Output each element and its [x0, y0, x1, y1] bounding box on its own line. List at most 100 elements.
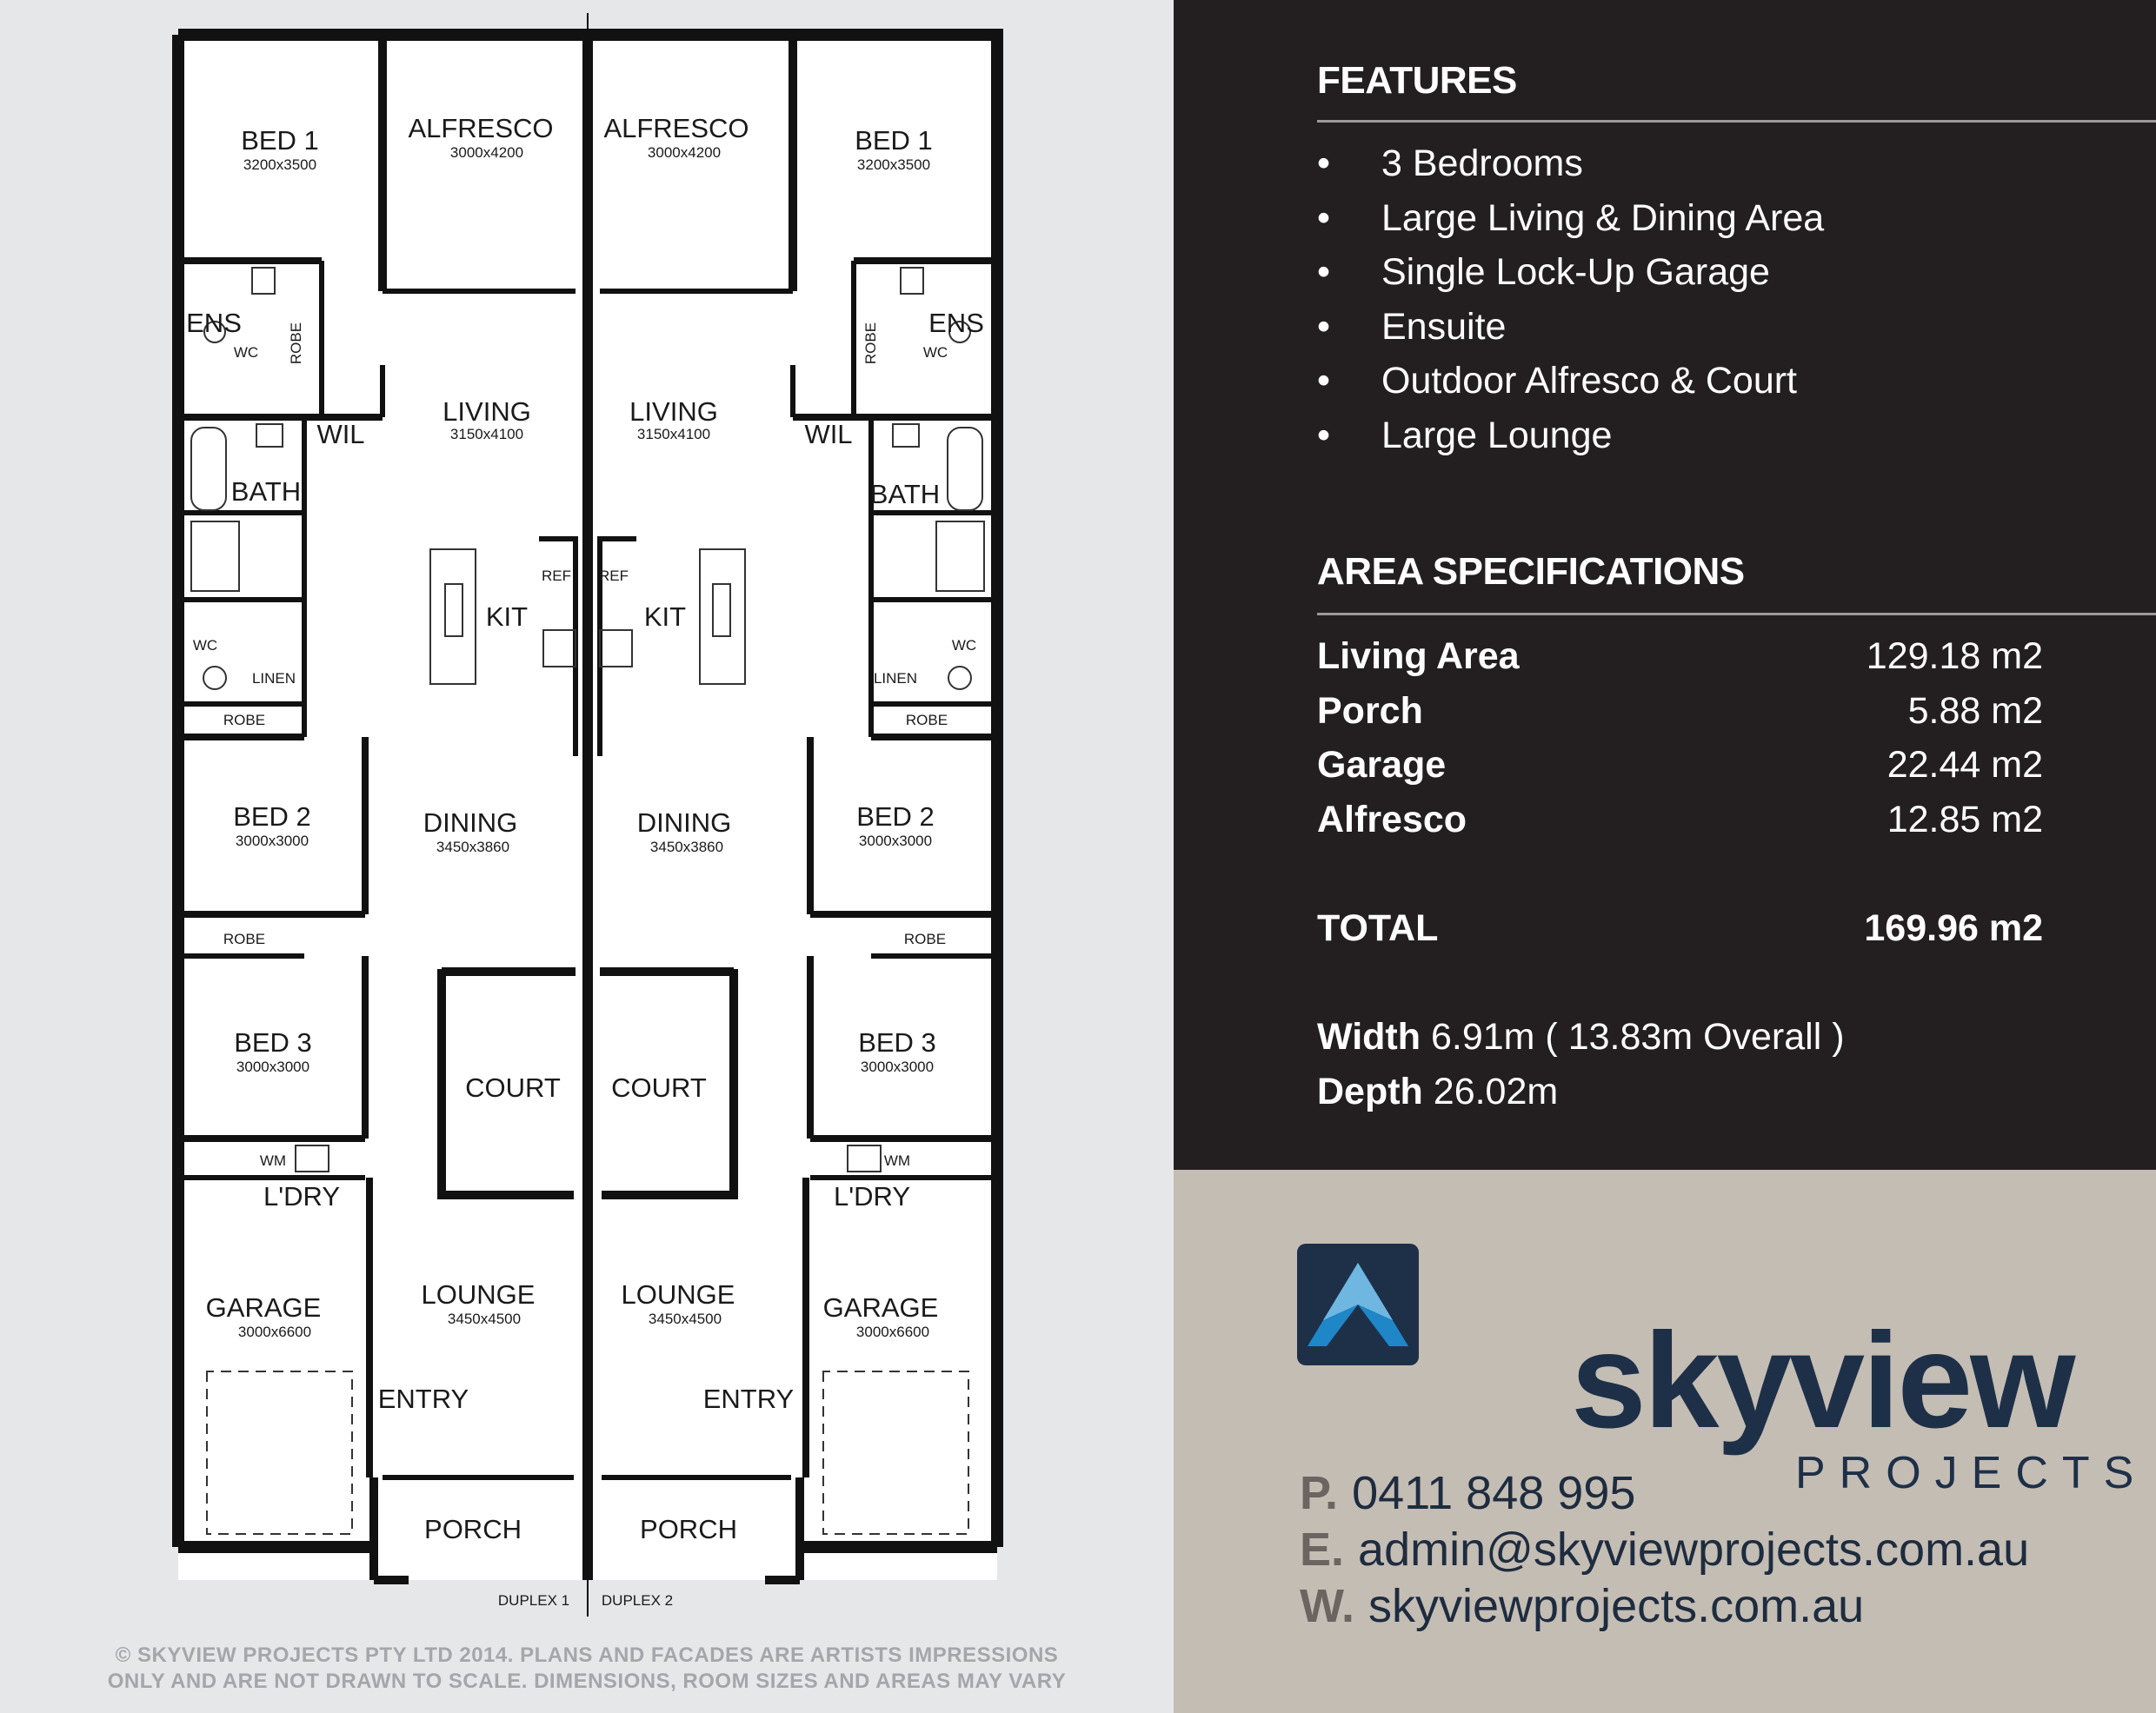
room-court-left: COURT — [465, 1072, 561, 1103]
wc-label: WC — [923, 344, 948, 361]
room-bath-left: BATH — [231, 476, 301, 507]
room-bath-right: BATH — [870, 479, 940, 509]
svg-text:LOUNGE: LOUNGE — [622, 1279, 735, 1310]
svg-text:LOUNGE: LOUNGE — [422, 1279, 536, 1310]
robe-label: ROBE — [288, 322, 304, 364]
svg-text:LIVING: LIVING — [443, 396, 531, 427]
svg-text:GARAGE: GARAGE — [206, 1292, 322, 1323]
svg-text:BATH: BATH — [870, 479, 940, 509]
brand-subtitle: PROJECTS — [1795, 1448, 2148, 1498]
wm-label: WM — [260, 1152, 286, 1169]
svg-text:BED 2: BED 2 — [233, 801, 311, 832]
feature-item: •Large Living & Dining Area — [1317, 197, 1825, 239]
svg-text:BED 3: BED 3 — [858, 1027, 936, 1058]
room-court-right: COURT — [611, 1072, 707, 1103]
svg-text:COURT: COURT — [465, 1072, 561, 1103]
depth-spec: Depth 26.02m — [1317, 1071, 1559, 1112]
svg-text:3000x4200: 3000x4200 — [450, 144, 523, 161]
svg-text:ENS: ENS — [186, 308, 242, 338]
svg-text:BED 3: BED 3 — [234, 1027, 312, 1058]
svg-text:WIL: WIL — [316, 419, 364, 449]
room-wil-right: WIL — [804, 419, 852, 449]
brand-panel: skyview PROJECTS P.0411 848 995 E.admin@… — [1174, 1170, 2156, 1713]
svg-text:3150x4100: 3150x4100 — [450, 426, 523, 442]
svg-text:BED 1: BED 1 — [855, 125, 933, 156]
svg-text:ALFRESCO: ALFRESCO — [603, 113, 749, 143]
feature-item: •Outdoor Alfresco & Court — [1317, 360, 1797, 402]
robe-label: ROBE — [223, 931, 265, 947]
linen-label: LINEN — [874, 670, 917, 687]
divider — [1317, 613, 2156, 615]
wm-label: WM — [884, 1152, 910, 1169]
svg-text:3000x3000: 3000x3000 — [236, 1059, 309, 1075]
svg-text:DINING: DINING — [423, 807, 518, 838]
svg-text:3000x3000: 3000x3000 — [861, 1059, 934, 1075]
svg-text:3450x4500: 3450x4500 — [649, 1311, 722, 1327]
wc-label: WC — [952, 637, 976, 654]
svg-text:3450x4500: 3450x4500 — [448, 1311, 521, 1327]
info-panel: FEATURES •3 Bedrooms •Large Living & Din… — [1174, 0, 2156, 1170]
room-entry-right: ENTRY — [703, 1384, 795, 1414]
walls — [172, 13, 1003, 1617]
area-specs-heading: AREA SPECIFICATIONS — [1317, 550, 1745, 593]
svg-text:ENTRY: ENTRY — [378, 1384, 469, 1414]
robe-label: ROBE — [904, 931, 946, 947]
linen-label: LINEN — [252, 670, 296, 687]
width-spec: Width 6.91m ( 13.83m Overall ) — [1317, 1016, 1845, 1058]
feature-item: •3 Bedrooms — [1317, 143, 1583, 184]
copyright-notice: © SKYVIEW PROJECTS PTY LTD 2014. PLANS A… — [52, 1643, 1121, 1695]
robe-label: ROBE — [223, 712, 265, 728]
fixtures — [190, 267, 985, 1535]
svg-text:BED 1: BED 1 — [241, 125, 319, 156]
svg-text:PORCH: PORCH — [424, 1514, 522, 1544]
copyright-line-2: ONLY AND ARE NOT DRAWN TO SCALE. DIMENSI… — [107, 1670, 1067, 1693]
contact-website[interactable]: W.skyviewprojects.com.au — [1300, 1580, 1865, 1632]
feature-item: •Ensuite — [1317, 306, 1507, 348]
svg-text:KIT: KIT — [644, 601, 686, 632]
room-wil-left: WIL — [316, 419, 364, 449]
robe-label: ROBE — [862, 322, 879, 364]
svg-text:L'DRY: L'DRY — [834, 1181, 910, 1212]
duplex-2-label: DUPLEX 2 — [602, 1592, 673, 1609]
svg-text:ENS: ENS — [928, 308, 984, 338]
svg-text:KIT: KIT — [486, 601, 528, 632]
svg-text:3000x4200: 3000x4200 — [648, 144, 721, 161]
ref-label: REF — [542, 568, 571, 584]
svg-text:3000x6600: 3000x6600 — [856, 1324, 929, 1340]
svg-text:3000x3000: 3000x3000 — [859, 833, 932, 849]
contact-email[interactable]: E.admin@skyviewprojects.com.au — [1300, 1524, 2030, 1576]
skyview-logo: skyview PROJECTS — [1297, 1244, 2133, 1498]
svg-text:COURT: COURT — [611, 1072, 707, 1103]
copyright-line-1: © SKYVIEW PROJECTS PTY LTD 2014. PLANS A… — [115, 1643, 1059, 1667]
features-heading: FEATURES — [1317, 59, 1517, 102]
svg-text:LIVING: LIVING — [629, 396, 718, 427]
room-porch-left: PORCH — [424, 1514, 522, 1544]
svg-text:L'DRY: L'DRY — [263, 1181, 340, 1212]
svg-text:3150x4100: 3150x4100 — [637, 426, 710, 442]
wc-label: WC — [234, 344, 258, 361]
room-kit-right: KIT — [644, 601, 686, 632]
mountain-logo-icon — [1297, 1244, 1419, 1365]
svg-text:BED 2: BED 2 — [856, 801, 935, 832]
svg-text:3000x3000: 3000x3000 — [236, 833, 309, 849]
brand-name: skyview — [1571, 1305, 2075, 1457]
duplex-1-label: DUPLEX 1 — [498, 1592, 569, 1609]
divider — [1317, 120, 2156, 123]
wc-label: WC — [193, 637, 217, 654]
contact-phone[interactable]: P.0411 848 995 — [1300, 1467, 1636, 1519]
feature-item: •Single Lock-Up Garage — [1317, 251, 1770, 293]
